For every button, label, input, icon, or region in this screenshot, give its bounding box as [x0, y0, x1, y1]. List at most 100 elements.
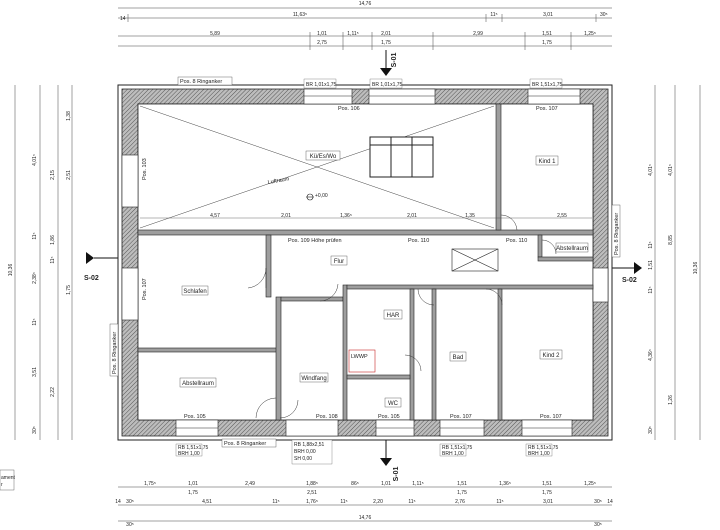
svg-text:Pos. 105: Pos. 105 — [378, 414, 400, 420]
svg-text:Pos. 106: Pos. 106 — [338, 106, 360, 112]
inner-dimension-line: 4,57 2,01 1,36⁵ 2,01 1,35 2,55 — [140, 213, 592, 219]
top-dim-6: 1,01 — [317, 31, 327, 37]
top-dimension-lines — [118, 7, 612, 50]
section-marker-right: S-02 — [612, 262, 642, 284]
room-flur: Flur — [334, 259, 344, 265]
svg-text:RB 1,51x1,75: RB 1,51x1,75 — [528, 445, 559, 451]
svg-text:30⁵: 30⁵ — [594, 522, 602, 528]
top-dim-13: 1,75 — [381, 40, 391, 46]
legend-fragment: ament r — [0, 469, 16, 491]
svg-text:4,01⁵: 4,01⁵ — [32, 154, 38, 166]
room-lwwp: LWWP — [351, 354, 368, 360]
svg-text:2,01: 2,01 — [407, 213, 417, 219]
svg-text:S-01: S-01 — [391, 53, 398, 68]
svg-text:1,26: 1,26 — [668, 395, 674, 405]
top-dim-12: 2,75 — [317, 40, 327, 46]
interior-walls — [137, 103, 594, 421]
svg-text:2,51: 2,51 — [307, 490, 317, 496]
svg-text:10,36: 10,36 — [693, 262, 699, 275]
svg-text:+0,00: +0,00 — [315, 193, 328, 199]
svg-text:S-02: S-02 — [84, 275, 99, 282]
top-dim-4: 30⁵ — [600, 12, 608, 18]
glazing-unit — [369, 136, 434, 178]
svg-text:RB 1,51x1,75: RB 1,51x1,75 — [442, 445, 473, 451]
room-bad: Bad — [453, 355, 464, 361]
svg-text:3,51: 3,51 — [32, 367, 38, 377]
bottom-windows — [175, 419, 573, 437]
svg-text:SH 0,00: SH 0,00 — [294, 456, 312, 462]
svg-text:11⁵: 11⁵ — [340, 499, 347, 505]
window-tags-top: BR 1,01x1,75 BR 1,01x1,75 BR 1,51x1,75 — [303, 78, 563, 89]
svg-text:4,01⁵: 4,01⁵ — [648, 164, 654, 176]
svg-text:14,76: 14,76 — [359, 515, 372, 521]
bottom-dimension-texts: 1,75⁵ 1,01 2,49 1,88⁵ 86⁵ 1,01 1,11⁵ 1,5… — [115, 481, 613, 528]
svg-text:1,75: 1,75 — [188, 490, 198, 496]
svg-text:Pos. 107: Pos. 107 — [450, 414, 472, 420]
left-dimension-lines — [14, 85, 73, 440]
svg-text:8,85: 8,85 — [668, 235, 674, 245]
svg-text:11⁵: 11⁵ — [648, 241, 654, 248]
svg-text:2,01: 2,01 — [281, 213, 291, 219]
svg-text:r: r — [1, 482, 3, 488]
svg-text:BRH 1,00: BRH 1,00 — [178, 451, 200, 457]
svg-text:Pos. 8 Ringanker: Pos. 8 Ringanker — [614, 213, 620, 255]
room-luftraum: Luftraum — [267, 176, 290, 186]
svg-text:11⁵: 11⁵ — [32, 318, 38, 325]
svg-text:1,35: 1,35 — [465, 213, 475, 219]
room-abstellraum-small: Abstellraum — [556, 246, 588, 252]
lwwp-box — [348, 349, 376, 373]
svg-text:1,76⁵: 1,76⁵ — [306, 499, 318, 505]
svg-text:30⁵: 30⁵ — [594, 499, 602, 505]
svg-text:Pos. 107: Pos. 107 — [142, 278, 148, 300]
svg-text:1,51: 1,51 — [457, 481, 467, 487]
section-marker-bottom: S-01 — [380, 440, 400, 481]
svg-text:Pos. 109 Höhe prüfen: Pos. 109 Höhe prüfen — [288, 238, 342, 244]
svg-text:1,36⁵: 1,36⁵ — [499, 481, 511, 487]
top-dim-8: 2,01 — [381, 31, 391, 37]
room-har: HAR — [387, 313, 400, 319]
svg-text:RB 1,51x1,75: RB 1,51x1,75 — [178, 445, 209, 451]
top-dim-10: 1,51 — [542, 31, 552, 37]
svg-text:BR 1,51x1,75: BR 1,51x1,75 — [532, 82, 563, 88]
top-total-dimension: 14,76 — [359, 1, 372, 7]
svg-text:Pos. 110: Pos. 110 — [408, 238, 429, 244]
svg-text:1,75⁵: 1,75⁵ — [144, 481, 156, 487]
svg-text:1,75: 1,75 — [542, 490, 552, 496]
section-marker-top: S-01 — [380, 50, 398, 76]
side-windows — [121, 154, 609, 321]
svg-text:BR 1,01x1,75: BR 1,01x1,75 — [372, 82, 403, 88]
svg-text:ament: ament — [1, 475, 16, 481]
svg-text:1,51: 1,51 — [648, 260, 654, 270]
room-kind2: Kind 2 — [542, 353, 560, 359]
top-dim-5: 5,89 — [210, 31, 220, 37]
left-total: 10,36 — [8, 264, 14, 277]
svg-text:Pos. 105: Pos. 105 — [184, 414, 206, 420]
top-dim-1: 11,63⁵ — [293, 12, 307, 18]
top-windows — [303, 88, 581, 105]
room-abstellraum: Abstellraum — [182, 381, 214, 387]
svg-text:1,88⁵: 1,88⁵ — [306, 481, 318, 487]
room-kueche: Kü/Es/Wo — [310, 154, 337, 160]
svg-text:30⁵: 30⁵ — [32, 426, 38, 434]
section-marker-left: S-02 — [84, 252, 118, 282]
svg-text:30⁵: 30⁵ — [648, 426, 654, 434]
svg-text:BRH 0,00: BRH 0,00 — [294, 449, 316, 455]
room-labels: Kü/Es/Wo Kind 1 Schlafen Flur HAR Abstel… — [179, 150, 589, 408]
svg-text:2,55: 2,55 — [557, 213, 567, 219]
svg-text:4,57: 4,57 — [210, 213, 220, 219]
svg-text:1,38: 1,38 — [66, 111, 72, 121]
svg-text:Pos. 8 Ringanker: Pos. 8 Ringanker — [224, 441, 266, 447]
svg-text:BRH 1,00: BRH 1,00 — [528, 451, 550, 457]
svg-text:4,01⁵: 4,01⁵ — [668, 164, 674, 176]
svg-text:BRH 1,00: BRH 1,00 — [442, 451, 464, 457]
svg-text:Pos. 110: Pos. 110 — [506, 238, 527, 244]
svg-text:Pos. 103: Pos. 103 — [142, 158, 148, 180]
svg-text:14: 14 — [115, 499, 121, 505]
svg-text:30⁵: 30⁵ — [126, 499, 134, 505]
top-dim-2: 11⁵ — [490, 12, 497, 18]
left-dimension-texts: 4,01⁵ 1,38 2,51 2,15 11⁵ 1,86 11⁵ 2,38⁵ … — [32, 111, 72, 434]
top-dim-11: 1,25⁵ — [584, 31, 596, 37]
top-dim-7: 1,11⁵ — [347, 31, 358, 37]
right-dimension-texts: 4,01⁵ 11⁵ 1,51 11⁵ 4,36⁵ 30⁵ 4,01⁵ 1,26 … — [648, 164, 699, 434]
building-outline — [117, 84, 613, 441]
